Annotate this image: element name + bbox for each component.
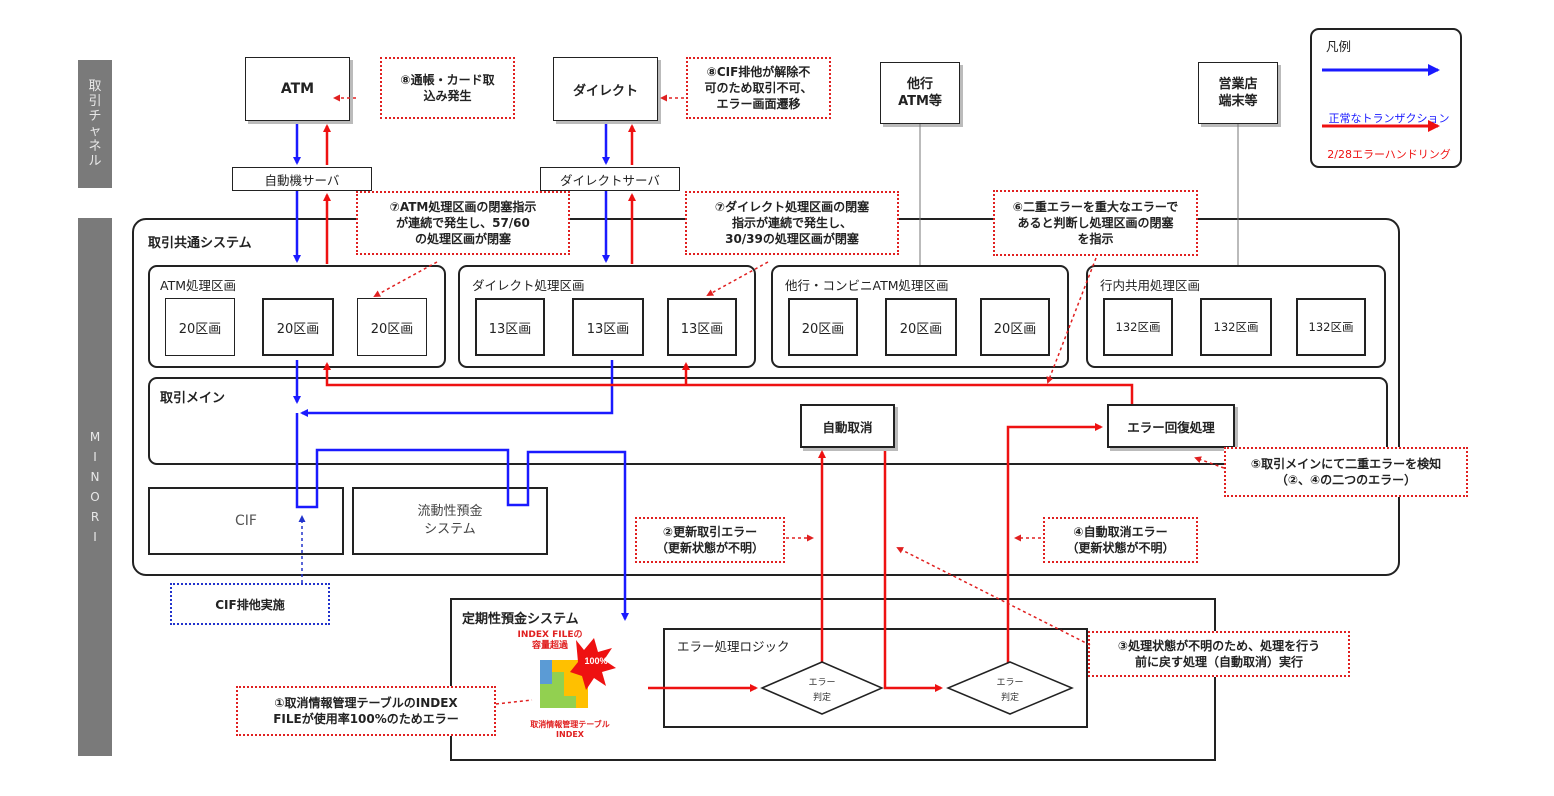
side-char: チ (88, 109, 102, 124)
atm-cell: 20区画 (357, 298, 427, 356)
note-4-auto-cancel-error: ④自動取消エラー （更新状態が不明） (1043, 517, 1198, 563)
atm-channel-box: ATM (245, 57, 350, 121)
fixed-deposit-title: 定期性預金システム (462, 612, 579, 627)
note-1-index-error: ①取消情報管理テーブルのINDEX FILEが使用率100%のためエラー (236, 686, 496, 736)
error-logic-title: エラー処理ロジック (677, 639, 790, 654)
cif-box: CIF (148, 487, 344, 555)
minori-side-label: M I N O R I (78, 218, 112, 756)
legend-error-label: 2/28エラーハンドリング (1327, 148, 1451, 161)
side-char: N (90, 470, 100, 484)
other-atm-cell: 20区画 (885, 298, 957, 356)
side-char: ネ (88, 139, 102, 154)
note-6-critical-error: ⑥二重エラーを重大なエラーで あると判断し処理区画の閉塞 を指示 (993, 190, 1198, 256)
liquid-deposit-box: 流動性預金 システム (352, 487, 548, 555)
channel-side-label: 取 引 チ ャ ネ ル (78, 60, 112, 188)
side-char: 引 (88, 94, 102, 109)
direct-cell: 13区画 (667, 298, 737, 356)
zone-title: ATM処理区画 (160, 278, 237, 293)
trade-main-title: 取引メイン (160, 391, 226, 406)
direct-cell: 13区画 (572, 298, 644, 356)
note-2-update-error: ②更新取引エラー （更新状態が不明） (635, 517, 785, 563)
side-char: M (89, 430, 101, 444)
other-atm-cell: 20区画 (788, 298, 858, 356)
common-system-title: 取引共通システム (148, 236, 252, 251)
side-char: I (93, 450, 97, 464)
side-char: I (93, 530, 97, 544)
side-char: ャ (88, 124, 102, 139)
atm-cell: 20区画 (165, 298, 235, 356)
auto-cancel-box: 自動取消 (800, 404, 895, 448)
note-5-double-error: ⑤取引メインにて二重エラーを検知 （②、④の二つのエラー） (1224, 447, 1468, 497)
shared-cell: 132区画 (1103, 298, 1173, 356)
index-table-caption: 取消情報管理テーブル INDEX (530, 720, 610, 739)
zone-title: 他行・コンビニATM処理区画 (785, 278, 949, 293)
side-char: R (90, 510, 100, 524)
note-7-direct-blocked: ⑦ダイレクト処理区画の閉塞 指示が連続で発生し、 30/39の処理区画が閉塞 (685, 191, 899, 255)
error-recovery-box: エラー回復処理 (1107, 404, 1235, 448)
legend: 凡例 正常なトランザクション 2/28エラーハンドリング (1310, 28, 1462, 168)
other-atm-channel-box: 他行 ATM等 (880, 62, 960, 124)
shared-cell: 132区画 (1200, 298, 1272, 356)
note-3-auto-cancel: ③処理状態が不明のため、処理を行う 前に戻す処理（自動取消）実行 (1088, 631, 1350, 677)
zone-title: ダイレクト処理区画 (472, 278, 585, 293)
direct-channel-box: ダイレクト (553, 57, 658, 121)
branch-terminal-box: 営業店 端末等 (1198, 62, 1278, 124)
index-over-capacity-label: INDEX FILEの 容量超過 (517, 630, 583, 651)
note-cif-exclusive: CIF排他実施 (170, 583, 330, 625)
shared-cell: 132区画 (1296, 298, 1366, 356)
direct-server-box: ダイレクトサーバ (540, 167, 680, 191)
legend-normal-label: 正常なトランザクション (1328, 112, 1450, 125)
side-char: ル (88, 154, 102, 169)
legend-title: 凡例 (1326, 39, 1352, 54)
other-atm-cell: 20区画 (980, 298, 1050, 356)
side-char: O (90, 490, 100, 504)
error-logic-frame: エラー処理ロジック (663, 628, 1088, 728)
atm-cell: 20区画 (262, 298, 334, 356)
note-8-cif-lock: ⑧CIF排他が解除不 可のため取引不可、 エラー画面遷移 (686, 57, 831, 119)
side-char: 取 (88, 79, 102, 94)
atm-server-box: 自動機サーバ (232, 167, 372, 191)
zone-title: 行内共用処理区画 (1100, 278, 1201, 293)
direct-cell: 13区画 (475, 298, 545, 356)
note-8-card-capture: ⑧通帳・カード取 込み発生 (380, 57, 515, 119)
note-7-atm-blocked: ⑦ATM処理区画の閉塞指示 が連続で発生し、57/60 の処理区画が閉塞 (356, 191, 570, 255)
